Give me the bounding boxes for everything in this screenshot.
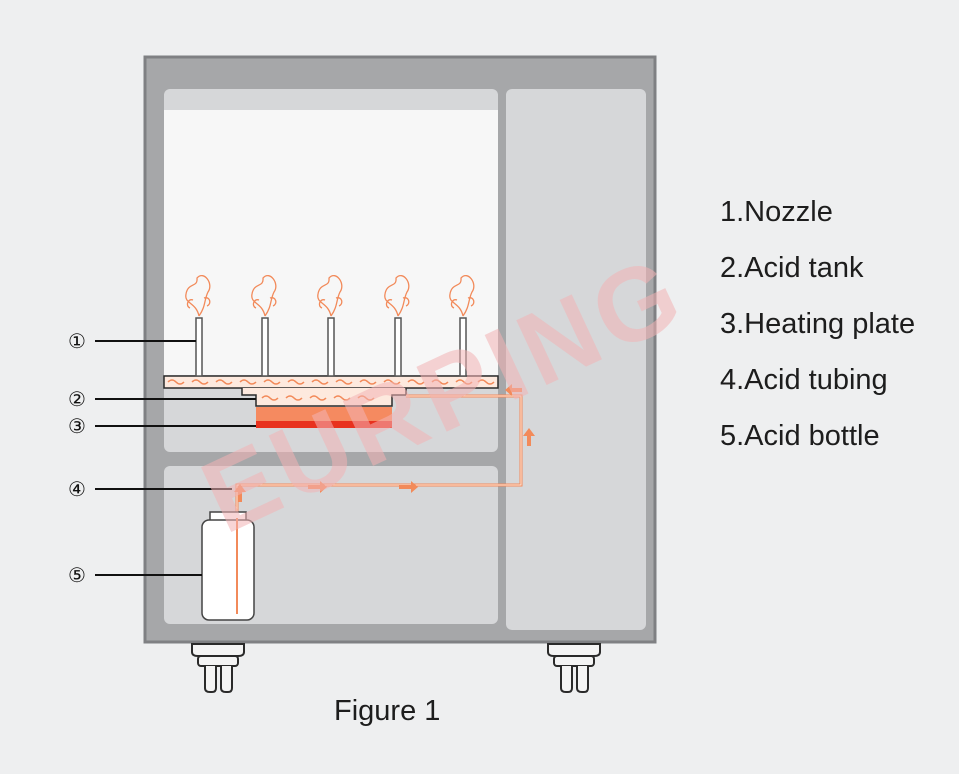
callout-5: ⑤ (68, 563, 86, 587)
legend-acid-tank: 2.Acid tank (720, 252, 864, 284)
legend-nozzle: 1.Nozzle (720, 196, 833, 228)
legend-heating-plate: 3.Heating plate (720, 308, 916, 340)
heating-plate (256, 407, 392, 421)
figure-caption: Figure 1 (334, 695, 441, 727)
callout-4: ④ (68, 477, 86, 501)
acid-tank (163, 375, 499, 407)
heating-plate-element (256, 421, 392, 428)
left-caster (191, 643, 245, 693)
spray-plumes (185, 275, 475, 317)
nozzles (195, 317, 467, 377)
callout-lines (95, 340, 256, 576)
legend-acid-bottle: 5.Acid bottle (720, 420, 880, 452)
callout-1: ① (68, 329, 86, 353)
callout-3: ③ (68, 414, 86, 438)
legend-acid-tubing: 4.Acid tubing (720, 364, 888, 396)
flow-arrows (234, 384, 535, 502)
side-panel (506, 89, 646, 630)
callout-2: ② (68, 387, 86, 411)
acid-bottle (201, 511, 255, 621)
legend: 1.Nozzle 2.Acid tank 3.Heating plate 4.A… (720, 184, 915, 464)
right-caster (547, 643, 601, 693)
callout-numbers: ① ② ③ ④ ⑤ (68, 329, 86, 587)
